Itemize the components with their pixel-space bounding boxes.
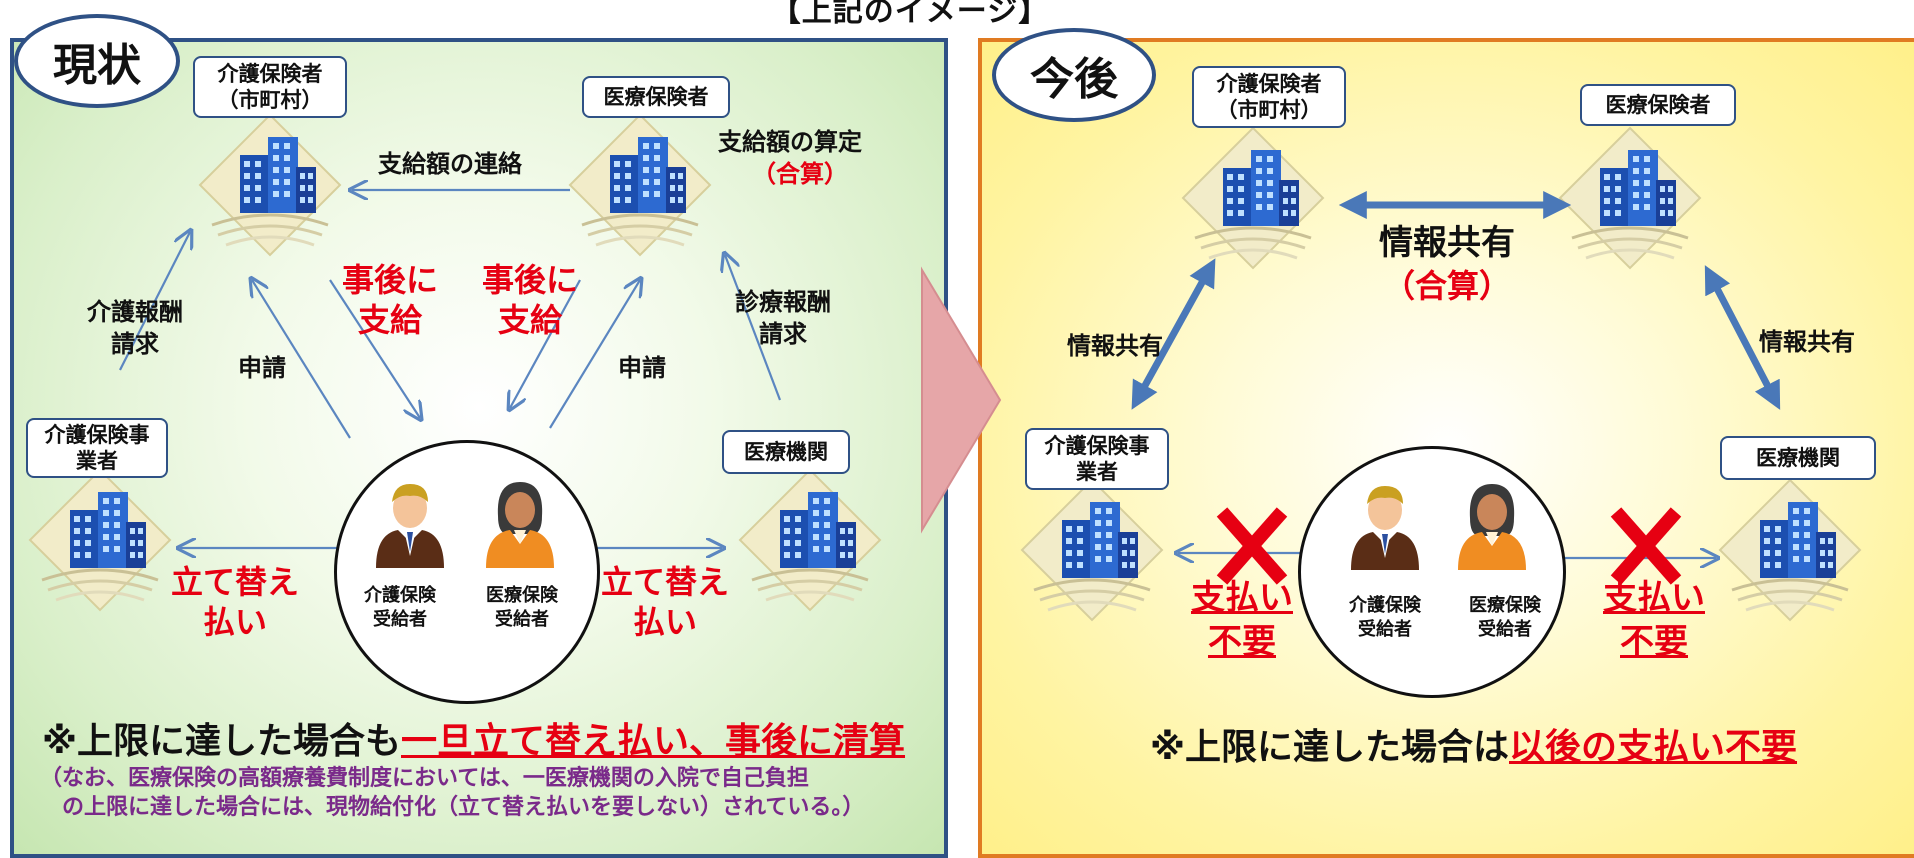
future-note-emphasis: 以後の支払い不要 bbox=[1509, 727, 1798, 768]
medical-recipient-label: 医療保険 受給者 bbox=[486, 585, 558, 630]
calc-label: 支給額の算定 bbox=[718, 128, 862, 156]
medical-claim-label: 診療報酬 請求 bbox=[735, 288, 831, 348]
person-male-icon bbox=[376, 484, 444, 568]
medical-claim-arrow bbox=[725, 255, 782, 401]
pay-left-arrow bbox=[329, 279, 420, 418]
care-insurer-label: 介護保険者 （市町村） bbox=[1192, 66, 1346, 128]
current-note-prefix: ※上限に達した場合も bbox=[42, 721, 401, 762]
share-right-label: 情報共有 bbox=[1759, 328, 1855, 356]
share-left-label: 情報共有 bbox=[1067, 332, 1163, 360]
future-title: 今後 bbox=[992, 28, 1156, 122]
share-left-arrow bbox=[1131, 258, 1216, 410]
medical-insurer-label: 医療保険者 bbox=[582, 76, 730, 118]
chevron-right-icon bbox=[921, 266, 1002, 534]
apply-right-label: 申請 bbox=[618, 354, 666, 382]
medical-institution-label: 医療機関 bbox=[1720, 436, 1876, 480]
cross-mark-icon bbox=[1216, 507, 1288, 585]
share-center-label: 情報共有 bbox=[1379, 223, 1515, 263]
pay-right-arrow bbox=[510, 279, 581, 408]
recipients-circle bbox=[1298, 446, 1566, 698]
person-male-icon bbox=[1351, 486, 1419, 570]
medical-insurer-label: 医療保険者 bbox=[1580, 84, 1736, 126]
care-provider-label: 介護保険事 業者 bbox=[1025, 428, 1169, 490]
care-claim-label: 介護報酬 請求 bbox=[87, 298, 183, 358]
care-claim-arrow bbox=[119, 232, 190, 371]
current-footnote: （なお、医療保険の高額療養費制度においては、一医療機関の入院で自己負担 の上限に… bbox=[40, 766, 865, 820]
care-provider-label: 介護保険事 業者 bbox=[26, 418, 168, 478]
apply-left-arrow bbox=[252, 280, 351, 439]
page-caption: 【上記のイメージ】 bbox=[770, 0, 1050, 29]
share-center-sum: （合算） bbox=[1382, 267, 1511, 305]
care-insurer-label: 介護保険者 （市町村） bbox=[193, 56, 347, 118]
medical-institution-label: 医療機関 bbox=[722, 430, 850, 474]
current-title: 現状 bbox=[14, 14, 180, 108]
notify-label: 支給額の連絡 bbox=[378, 150, 522, 178]
medical-recipient-label: 医療保険 受給者 bbox=[1469, 595, 1541, 640]
future-note: ※上限に達した場合は以後の支払い不要 bbox=[1150, 718, 1797, 770]
future-note-prefix: ※上限に達した場合は bbox=[1150, 727, 1509, 768]
share-right-arrow bbox=[1704, 265, 1781, 410]
recipients-circle bbox=[334, 440, 600, 704]
current-note-emphasis: 一旦立て替え払い、事後に清算 bbox=[401, 721, 906, 762]
apply-right-arrow bbox=[549, 280, 640, 429]
pay-later-right: 事後に 支給 bbox=[481, 261, 578, 339]
person-female-icon bbox=[1458, 484, 1526, 570]
care-recipient-label: 介護保険 受給者 bbox=[364, 585, 436, 630]
apply-left-label: 申請 bbox=[238, 354, 286, 382]
no-payment-right: 支払い 不要 bbox=[1603, 578, 1705, 662]
cross-mark-icon bbox=[1610, 507, 1682, 585]
advance-left: 立て替え 払い bbox=[170, 563, 299, 641]
person-female-icon bbox=[486, 482, 554, 568]
pay-later-left: 事後に 支給 bbox=[341, 261, 438, 339]
no-payment-left: 支払い 不要 bbox=[1191, 578, 1293, 662]
calc-sum: （合算） bbox=[752, 160, 848, 188]
care-recipient-label: 介護保険 受給者 bbox=[1349, 595, 1421, 640]
advance-right: 立て替え 払い bbox=[600, 563, 729, 641]
current-note: ※上限に達した場合も一旦立て替え払い、事後に清算 bbox=[42, 712, 905, 764]
